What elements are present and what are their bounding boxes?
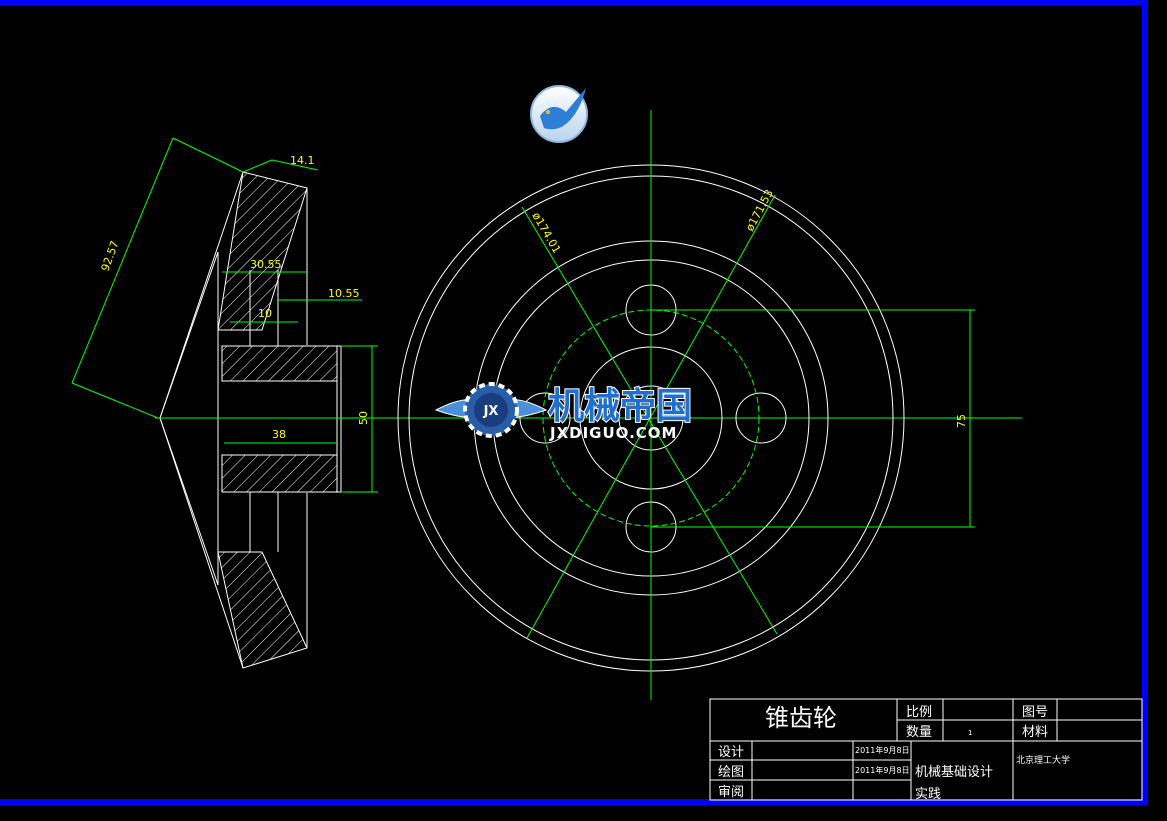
- watermark-cn: 机械帝国: [548, 386, 692, 427]
- right-gutter: [1148, 0, 1167, 821]
- scale-label: 比例: [906, 705, 932, 720]
- bottom-gutter: [0, 805, 1167, 821]
- dim-30-55: 30.55: [250, 258, 282, 271]
- course-line2: 实践: [915, 787, 941, 802]
- dim-92-57: 92.57: [99, 239, 122, 273]
- title-block-texts: 锥齿轮 比例 图号 数量 1 材料 设计 绘图 审阅 2011年9月8日 201…: [718, 704, 1070, 802]
- title-block: [709, 698, 1143, 801]
- dim-38: 38: [272, 428, 286, 441]
- dim-dia-171: ø171.53: [743, 187, 776, 233]
- draw-date: 2011年9月8日: [855, 765, 910, 775]
- designer-label: 设计: [718, 745, 744, 760]
- watermark-badge: JX: [483, 404, 499, 419]
- front-dimensions: [521, 194, 975, 639]
- dim-10-55: 10.55: [328, 287, 360, 300]
- school-name: 北京理工大学: [1016, 754, 1070, 766]
- upper-tooth-hatch: [217, 171, 308, 331]
- hole-right: [735, 392, 787, 444]
- design-date: 2011年9月8日: [855, 745, 910, 755]
- drafter-label: 绘图: [718, 765, 744, 780]
- dim-75: 75: [955, 414, 968, 428]
- gear-wings-icon: JX: [434, 382, 548, 438]
- side-dimensions: [71, 137, 378, 493]
- dim-14-1: 14.1: [290, 154, 315, 167]
- dim-50: 50: [357, 411, 370, 425]
- dim-10: 10: [258, 307, 272, 320]
- quantity-value: 1: [968, 729, 972, 737]
- hub-lower-hatch: [221, 454, 338, 493]
- part-name: 锥齿轮: [765, 704, 837, 732]
- bird-logo-icon: [530, 85, 588, 143]
- watermark: JX 机械帝国 JXDIGUO.COM: [434, 382, 693, 442]
- course-line1: 机械基础设计: [915, 765, 993, 780]
- reviewer-label: 审阅: [718, 785, 744, 800]
- material-label: 材料: [1022, 725, 1048, 740]
- dim-dia-174: ø174.01: [529, 210, 563, 256]
- hub-upper-hatch: [221, 345, 338, 382]
- hole-left: [519, 392, 571, 444]
- side-section-view: [155, 171, 1022, 669]
- quantity-label: 数量: [906, 725, 932, 740]
- lower-tooth-hatch: [217, 551, 308, 669]
- drawing-no-label: 图号: [1022, 705, 1048, 720]
- watermark-en: JXDIGUO.COM: [549, 424, 677, 442]
